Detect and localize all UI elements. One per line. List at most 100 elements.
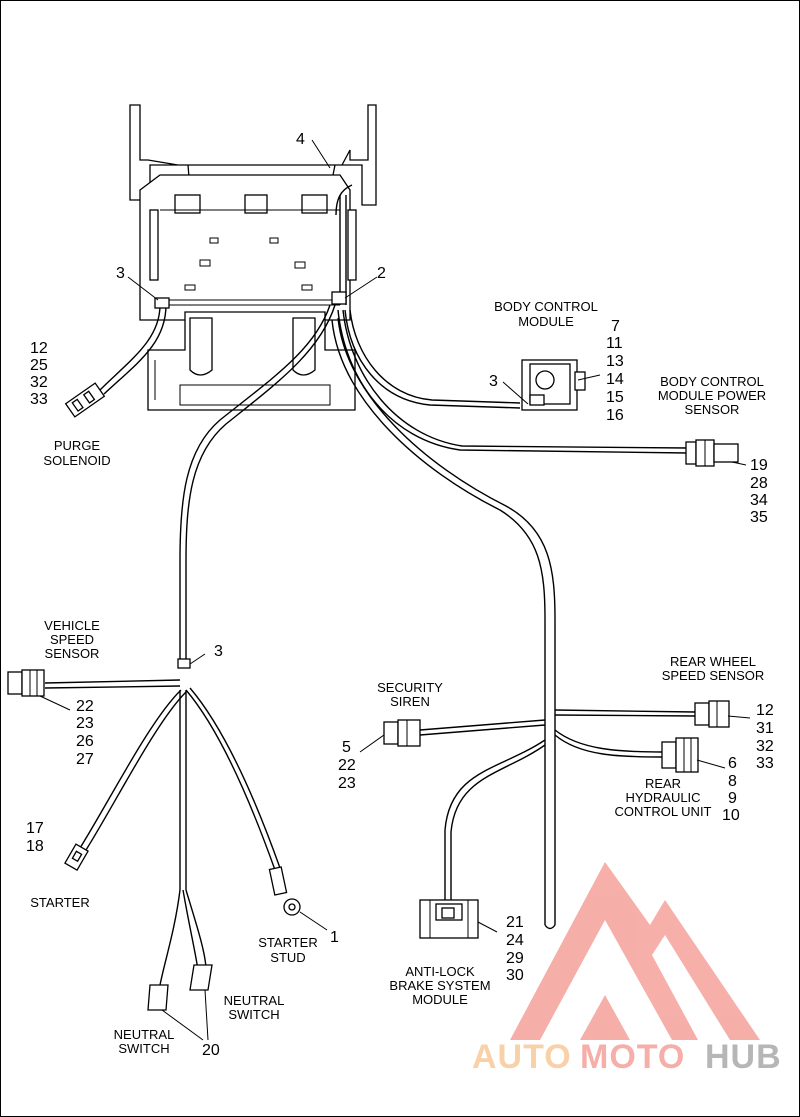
svg-text:35: 35 bbox=[750, 509, 768, 526]
frame-bracket bbox=[129, 104, 377, 411]
label-rear-wheel-speed-sensor: REAR WHEEL SPEED SENSOR bbox=[662, 654, 765, 683]
svg-text:11: 11 bbox=[606, 335, 623, 352]
neutral-switch-terminal-icon bbox=[147, 964, 213, 1011]
rear-wheel-speed-sensor-connector-icon bbox=[694, 700, 730, 728]
svg-text:HYDRAULIC: HYDRAULIC bbox=[625, 790, 700, 805]
svg-text:8: 8 bbox=[728, 773, 737, 790]
svg-text:BODY CONTROL: BODY CONTROL bbox=[660, 374, 764, 389]
label-vehicle-speed-sensor: VEHICLE SPEED SENSOR bbox=[44, 618, 100, 661]
svg-text:16: 16 bbox=[606, 407, 624, 424]
svg-text:32: 32 bbox=[30, 374, 48, 391]
body-control-module-icon bbox=[521, 359, 586, 411]
svg-text:VEHICLE: VEHICLE bbox=[44, 618, 100, 633]
svg-text:BODY CONTROL: BODY CONTROL bbox=[494, 299, 598, 314]
svg-text:CONTROL UNIT: CONTROL UNIT bbox=[614, 804, 711, 819]
svg-text:MODULE: MODULE bbox=[518, 314, 574, 329]
svg-text:REAR WHEEL: REAR WHEEL bbox=[670, 654, 756, 669]
svg-text:7: 7 bbox=[611, 318, 620, 335]
svg-text:PURGE: PURGE bbox=[54, 438, 101, 453]
svg-text:31: 31 bbox=[756, 720, 774, 737]
callout-20: 20 bbox=[202, 1042, 220, 1059]
starter-stud-ring-terminal-icon bbox=[268, 866, 301, 916]
svg-text:23: 23 bbox=[76, 715, 94, 732]
svg-text:BRAKE SYSTEM: BRAKE SYSTEM bbox=[389, 978, 490, 993]
svg-text:17: 17 bbox=[26, 820, 44, 837]
svg-text:27: 27 bbox=[76, 751, 94, 768]
svg-text:SENSOR: SENSOR bbox=[685, 402, 740, 417]
label-neutral-switch-left: NEUTRAL SWITCH bbox=[114, 1027, 175, 1056]
svg-text:ANTI-LOCK: ANTI-LOCK bbox=[405, 964, 475, 979]
starter-connector-icon bbox=[64, 843, 89, 872]
svg-text:MODULE: MODULE bbox=[412, 992, 468, 1007]
svg-text:SPEED: SPEED bbox=[50, 632, 94, 647]
svg-text:9: 9 bbox=[728, 790, 737, 807]
svg-text:23: 23 bbox=[338, 775, 356, 792]
label-starter-stud: STARTER STUD bbox=[258, 935, 317, 965]
svg-text:STUD: STUD bbox=[270, 950, 305, 965]
callout-1: 1 bbox=[330, 929, 339, 946]
svg-text:19: 19 bbox=[750, 457, 768, 474]
harness-wires bbox=[44, 184, 696, 986]
svg-text:15: 15 bbox=[606, 389, 624, 406]
svg-text:HUB: HUB bbox=[705, 1038, 782, 1076]
security-siren-connector-icon bbox=[383, 719, 421, 747]
svg-text:21: 21 bbox=[506, 914, 524, 931]
label-rear-hydraulic-control-unit: REAR HYDRAULIC CONTROL UNIT bbox=[614, 776, 711, 819]
svg-text:STARTER: STARTER bbox=[30, 895, 89, 910]
callouts: 4 2 3 3 3 1 20 12 25 32 33 7 11 13 14 15… bbox=[26, 131, 774, 1059]
svg-text:30: 30 bbox=[506, 967, 524, 984]
svg-text:SENSOR: SENSOR bbox=[45, 646, 100, 661]
svg-text:NEUTRAL: NEUTRAL bbox=[224, 993, 285, 1008]
svg-text:33: 33 bbox=[30, 391, 48, 408]
vehicle-speed-sensor-connector-icon bbox=[7, 669, 45, 697]
callout-3-bcm: 3 bbox=[489, 373, 498, 390]
bcm-power-sensor-connector-icon bbox=[685, 439, 739, 467]
label-security-siren: SECURITY SIREN bbox=[377, 680, 443, 709]
svg-text:26: 26 bbox=[76, 733, 94, 750]
svg-text:22: 22 bbox=[338, 757, 356, 774]
rear-hydraulic-control-unit-connector-icon bbox=[661, 737, 699, 773]
svg-text:MOTO: MOTO bbox=[580, 1038, 685, 1076]
leader-lines bbox=[39, 139, 751, 1041]
abs-module-connector-icon bbox=[419, 899, 479, 939]
label-body-control-module: BODY CONTROL MODULE bbox=[494, 299, 598, 329]
svg-text:33: 33 bbox=[756, 755, 774, 772]
svg-text:5: 5 bbox=[342, 739, 351, 756]
svg-text:REAR: REAR bbox=[645, 776, 681, 791]
svg-text:24: 24 bbox=[506, 932, 524, 949]
callout-4: 4 bbox=[296, 131, 305, 148]
svg-text:SIREN: SIREN bbox=[390, 694, 430, 709]
svg-text:SPEED SENSOR: SPEED SENSOR bbox=[662, 668, 765, 683]
svg-text:29: 29 bbox=[506, 950, 524, 967]
svg-text:34: 34 bbox=[750, 492, 768, 509]
svg-text:13: 13 bbox=[606, 353, 624, 370]
svg-text:AUTO: AUTO bbox=[472, 1038, 572, 1076]
callout-2: 2 bbox=[377, 265, 386, 282]
callout-3-frame: 3 bbox=[116, 265, 125, 282]
automotohub-logo: AUTO MOTO HUB bbox=[472, 862, 782, 1076]
svg-text:32: 32 bbox=[756, 738, 774, 755]
svg-text:STARTER: STARTER bbox=[258, 935, 317, 950]
svg-text:12: 12 bbox=[30, 340, 48, 357]
label-purge-solenoid: PURGE SOLENOID bbox=[43, 438, 110, 468]
svg-text:6: 6 bbox=[728, 755, 737, 772]
svg-text:18: 18 bbox=[26, 838, 44, 855]
svg-text:NEUTRAL: NEUTRAL bbox=[114, 1027, 175, 1042]
svg-text:10: 10 bbox=[722, 807, 740, 824]
svg-text:SECURITY: SECURITY bbox=[377, 680, 443, 695]
svg-text:14: 14 bbox=[606, 371, 624, 388]
svg-text:28: 28 bbox=[750, 475, 768, 492]
label-abs-module: ANTI-LOCK BRAKE SYSTEM MODULE bbox=[389, 964, 490, 1007]
svg-text:25: 25 bbox=[30, 357, 48, 374]
svg-text:SOLENOID: SOLENOID bbox=[43, 453, 110, 468]
svg-text:SWITCH: SWITCH bbox=[228, 1007, 279, 1022]
svg-text:12: 12 bbox=[756, 702, 774, 719]
purge-solenoid-connector-icon bbox=[64, 382, 106, 418]
callout-3-harness: 3 bbox=[214, 643, 223, 660]
svg-text:MODULE POWER: MODULE POWER bbox=[658, 388, 766, 403]
label-starter: STARTER bbox=[30, 895, 89, 910]
label-bcm-power-sensor: BODY CONTROL MODULE POWER SENSOR bbox=[658, 374, 766, 417]
label-neutral-switch-right: NEUTRAL SWITCH bbox=[224, 993, 285, 1022]
svg-text:22: 22 bbox=[76, 698, 94, 715]
